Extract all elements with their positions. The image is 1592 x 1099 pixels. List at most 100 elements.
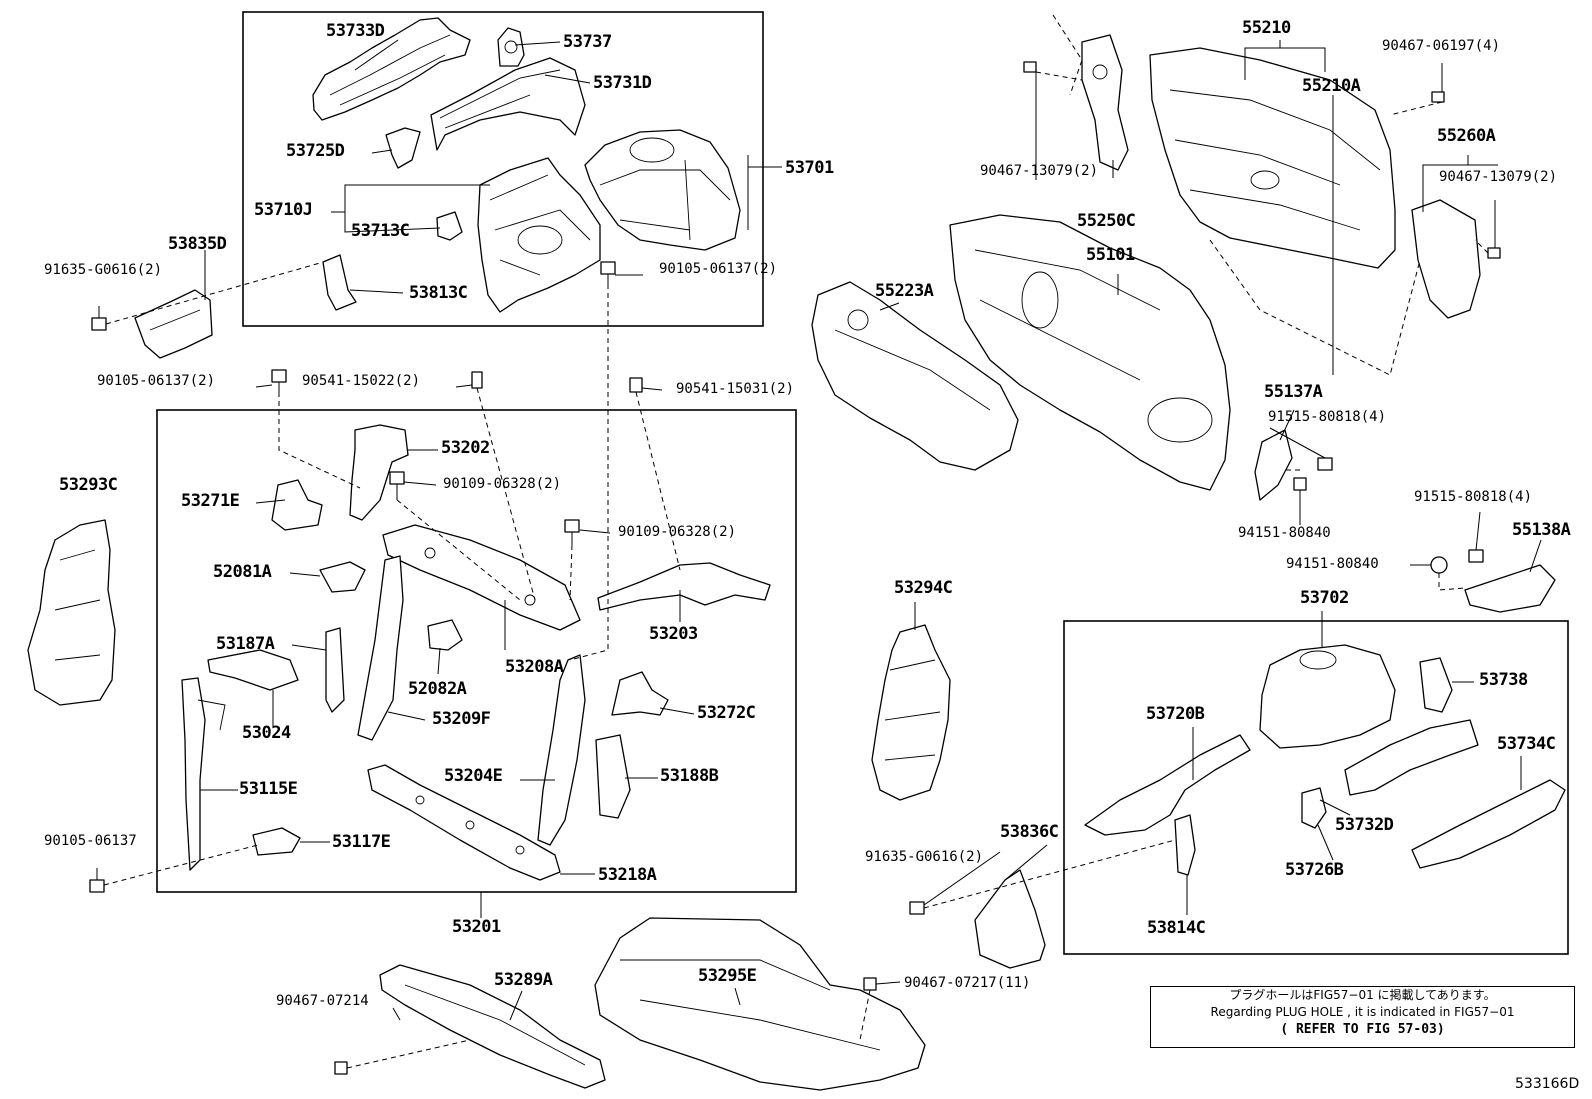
part-53731D: [430, 57, 586, 151]
label-53271E: 53271E: [181, 491, 240, 511]
clip-90467-07217: [863, 977, 877, 991]
label-52081A: 52081A: [213, 562, 272, 582]
part-53202: [349, 424, 409, 521]
part-55250C: [1081, 34, 1129, 171]
label-52082A: 52082A: [408, 679, 467, 699]
label-53202: 53202: [441, 438, 490, 458]
nut-94151-b: [1430, 556, 1448, 574]
clip-90467-13079-b: [1487, 247, 1501, 259]
part-53835D: [134, 289, 213, 359]
label-53702: 53702: [1300, 588, 1349, 608]
label-90541-15022: 90541-15022(2): [302, 373, 421, 389]
label-90467-07214: 90467-07214: [276, 993, 369, 1009]
label-53293C: 53293C: [59, 475, 118, 495]
label-53713C: 53713C: [351, 221, 410, 241]
note-english-line: Regarding PLUG HOLE , it is indicated in…: [1210, 1005, 1515, 1019]
bolt-91515-b: [1468, 549, 1484, 563]
part-52081A: [319, 561, 366, 593]
part-53209F: [357, 555, 404, 741]
clip-90467-13079-a: [1023, 61, 1037, 73]
part-55260A: [1411, 199, 1481, 319]
label-90109-06328-a: 90109-06328(2): [443, 476, 562, 492]
clip-90467-06197: [1431, 91, 1445, 103]
bolt-91515-a: [1317, 457, 1333, 471]
label-91635-G0616-left: 91635-G0616(2): [44, 262, 163, 278]
part-53702-housing: [1259, 644, 1396, 749]
label-53738: 53738: [1479, 670, 1528, 690]
bolt-91635-left: [91, 306, 107, 331]
part-53814C: [1174, 814, 1196, 876]
label-53218A: 53218A: [598, 865, 657, 885]
part-53294C: [871, 624, 951, 801]
label-55210: 55210: [1242, 18, 1291, 38]
label-55223A: 55223A: [875, 281, 934, 301]
part-53732D: [1344, 719, 1479, 796]
part-53813C: [322, 254, 357, 311]
label-53208A: 53208A: [505, 657, 564, 677]
label-53209F: 53209F: [432, 709, 491, 729]
part-53293C: [27, 519, 116, 706]
label-53294C: 53294C: [894, 578, 953, 598]
label-53272C: 53272C: [697, 703, 756, 723]
label-55250C: 55250C: [1077, 211, 1136, 231]
label-53024: 53024: [242, 723, 291, 743]
figure-code: 533166D: [1515, 1076, 1580, 1092]
label-53117E: 53117E: [332, 832, 391, 852]
note-refer-line: ( REFER TO FIG 57-03): [1280, 1022, 1445, 1037]
part-53117E: [252, 827, 301, 856]
group-frame-53701: [242, 11, 764, 327]
part-53836C: [974, 869, 1046, 969]
bolt-90109-a: [389, 471, 405, 500]
label-53813C: 53813C: [409, 283, 468, 303]
part-53726B: [1301, 787, 1327, 829]
label-53295E: 53295E: [698, 966, 757, 986]
label-53814C: 53814C: [1147, 918, 1206, 938]
label-53835D: 53835D: [168, 234, 227, 254]
part-53295E: [594, 917, 926, 1091]
part-53024: [207, 649, 299, 691]
label-53733D: 53733D: [326, 21, 385, 41]
bolt-91635-right: [909, 901, 925, 915]
label-90467-13079-a: 90467-13079(2): [980, 163, 1099, 179]
label-53204E: 53204E: [444, 766, 503, 786]
label-91515-80818-a: 91515-80818(4): [1268, 409, 1387, 425]
part-53737: [497, 27, 525, 67]
label-53836C: 53836C: [1000, 822, 1059, 842]
part-53734C: [1411, 779, 1566, 869]
label-55137A: 55137A: [1264, 382, 1323, 402]
part-53218A: [367, 764, 561, 881]
label-53701: 53701: [785, 158, 834, 178]
label-53188B: 53188B: [660, 766, 719, 786]
label-90105-06137-b: 90105-06137(2): [659, 261, 778, 277]
spring-90541-a: [471, 371, 483, 389]
label-53734C: 53734C: [1497, 734, 1556, 754]
leader-lines: [200, 39, 1542, 1021]
clip-90467-07214: [334, 1061, 348, 1075]
bolt-90109-b: [564, 519, 580, 545]
label-53737: 53737: [563, 32, 612, 52]
label-53115E: 53115E: [239, 779, 298, 799]
label-55260A: 55260A: [1437, 126, 1496, 146]
part-55138A: [1464, 564, 1556, 613]
label-53289A: 53289A: [494, 970, 553, 990]
label-94151-80840-b: 94151-80840: [1286, 556, 1379, 572]
label-90467-06197: 90467-06197(4): [1382, 38, 1501, 54]
part-53713C: [436, 211, 463, 241]
label-53726B: 53726B: [1285, 860, 1344, 880]
label-90109-06328-b: 90109-06328(2): [618, 524, 737, 540]
label-53201: 53201: [452, 917, 501, 937]
dashed-assembly-lines: [103, 14, 1489, 1069]
part-53733D: [312, 17, 471, 121]
part-53115E: [181, 677, 226, 871]
label-53187A: 53187A: [216, 634, 275, 654]
label-53732D: 53732D: [1335, 815, 1394, 835]
label-53731D: 53731D: [593, 73, 652, 93]
part-53701-housing: [584, 129, 741, 251]
part-53188B: [595, 734, 631, 819]
label-55101: 55101: [1086, 245, 1135, 265]
group-frame-53702: [1063, 620, 1569, 955]
label-91635-G0616-right: 91635-G0616(2): [865, 849, 984, 865]
note-japanese-line: プラグホールはFIG57−01 に掲載してあります。: [1229, 988, 1496, 1002]
